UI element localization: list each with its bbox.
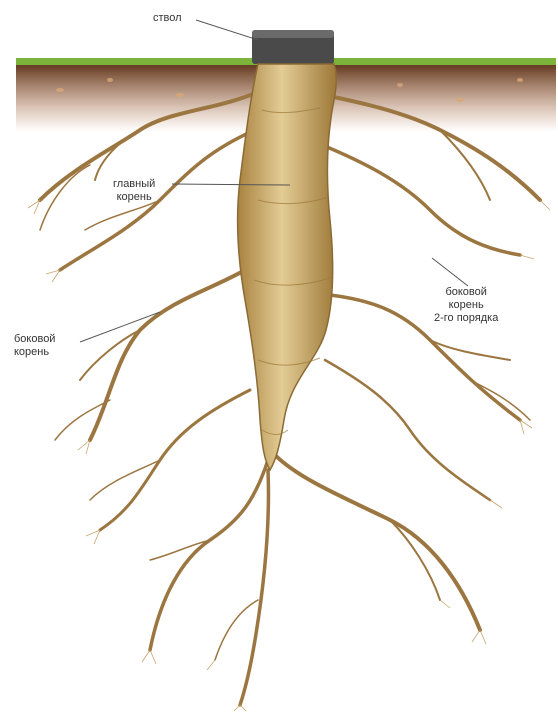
leader-lateral-2nd (432, 258, 468, 286)
taproot-label: главный корень (113, 178, 155, 204)
stem-label: ствол (153, 12, 182, 25)
lateral-root-2nd-order-label: боковой корень 2-го порядка (434, 286, 498, 325)
leader-lateral (80, 312, 160, 342)
leader-stem (196, 20, 258, 40)
taproot (238, 64, 337, 470)
lateral-root-label: боковой корень (14, 333, 55, 359)
